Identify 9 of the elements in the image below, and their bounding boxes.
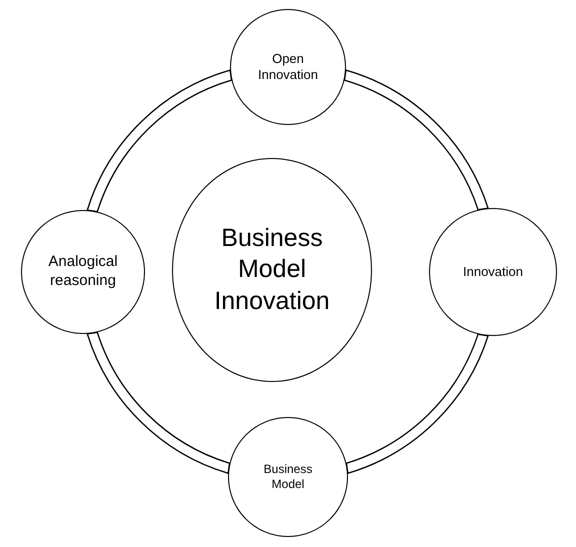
ring-connector	[86, 332, 230, 474]
ring-connector	[344, 70, 489, 210]
ring-connector	[86, 70, 232, 212]
node-label: Business Model	[262, 462, 314, 492]
node-label: Innovation	[463, 264, 523, 280]
node-label: Open Innovation	[257, 50, 319, 84]
ring-connector	[346, 334, 489, 474]
node-label: Business Model Innovation	[213, 223, 331, 317]
node-label: Analogical reasoning	[47, 253, 119, 291]
